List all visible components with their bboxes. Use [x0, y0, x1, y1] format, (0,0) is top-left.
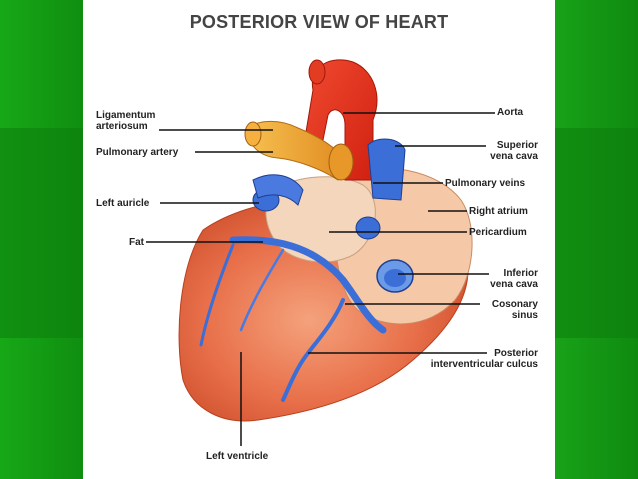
pulmonary-vein-band	[252, 174, 304, 206]
label-inferior-vena-cava: Inferior vena cava	[483, 268, 538, 290]
label-right-atrium: Right atrium	[469, 206, 528, 217]
label-posterior-line1: Posterior	[494, 348, 538, 359]
label-inferior-line1: Inferior	[503, 268, 538, 279]
pulmonary-artery-opening	[328, 143, 354, 181]
aorta-branch	[308, 59, 326, 85]
inferior-vena-cava-lumen	[384, 269, 406, 287]
label-posterior-interventricular: Posterior interventricular culcus	[408, 348, 538, 370]
label-coronary-sinus: Cosonary sinus	[481, 299, 538, 321]
label-pulmonary-artery: Pulmonary artery	[96, 147, 179, 158]
label-left-ventricle: Left ventricle	[206, 451, 269, 462]
label-superior-vena-cava: Superior vena cava	[481, 140, 538, 162]
label-coronary-line1: Cosonary	[491, 299, 538, 310]
label-pulmonary-veins: Pulmonary veins	[445, 178, 526, 189]
label-inferior-line2: vena cava	[490, 279, 538, 290]
label-pericardium: Pericardium	[469, 227, 527, 238]
vessel-branch	[239, 248, 285, 332]
label-ligamentum-line1: Ligamentum	[96, 110, 156, 121]
label-coronary-line2: sinus	[511, 310, 538, 321]
diagram-title: POSTERIOR VIEW OF HEART	[189, 12, 449, 32]
pulmonary-vein-right	[355, 216, 381, 240]
left-ventricle-vessel	[199, 243, 235, 347]
label-superior-line1: Superior	[496, 140, 538, 151]
label-ligamentum-arteriosum: Ligamentum arteriosum	[96, 110, 155, 132]
pulmonary-artery-opening-left	[244, 121, 262, 147]
coronary-sinus-vessel	[229, 236, 387, 334]
label-fat: Fat	[129, 237, 144, 248]
label-superior-line2: vena cava	[490, 151, 538, 162]
superior-vena-cava-shape	[367, 138, 406, 201]
heart-illustration	[146, 59, 495, 446]
label-ligamentum-line2: arteriosum	[96, 121, 148, 132]
aorta-shape	[304, 59, 378, 181]
label-aorta: Aorta	[497, 107, 524, 118]
label-posterior-line2: interventricular culcus	[430, 359, 538, 370]
posterior-interventricular-vessel	[281, 298, 345, 402]
diagram-panel: POSTERIOR VIEW OF HEART	[83, 0, 555, 479]
leader-lines	[146, 112, 495, 446]
label-left-auricle: Left auricle	[96, 198, 150, 209]
